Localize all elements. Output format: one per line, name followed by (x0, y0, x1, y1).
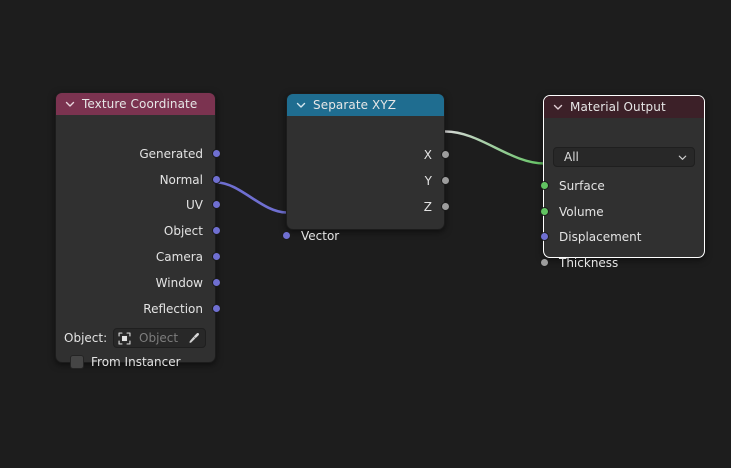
object-id-field[interactable]: Object (113, 328, 206, 348)
chevron-down-icon[interactable] (552, 101, 564, 113)
node-material-output[interactable]: Material Output All Surface Volume Displ… (539, 95, 705, 270)
socket-row-normal: Normal (56, 171, 203, 189)
link-uv-to-vector (215, 181, 288, 214)
object-field-placeholder: Object (139, 331, 179, 345)
node-title-material-output: Material Output (570, 100, 666, 114)
socket-row-reflection: Reflection (56, 300, 203, 318)
socket-label-uv: UV (186, 198, 203, 212)
chevron-down-icon[interactable] (64, 98, 76, 110)
from-instancer-row[interactable]: From Instancer (70, 353, 181, 371)
socket-vector[interactable] (281, 231, 291, 240)
socket-label-generated: Generated (139, 147, 203, 161)
socket-label-thickness: Thickness (559, 256, 619, 270)
object-property-row: Object: Object (64, 328, 206, 348)
node-separate-xyz[interactable]: Separate XYZ X Y Z Vector (281, 93, 450, 243)
chevron-down-icon[interactable] (677, 152, 688, 163)
socket-thickness[interactable] (539, 258, 549, 267)
socket-label-surface: Surface (559, 179, 605, 193)
socket-label-y: Y (424, 174, 432, 188)
socket-label-normal: Normal (159, 173, 203, 187)
socket-row-object-output: Object (56, 222, 203, 240)
socket-label-reflection: Reflection (143, 302, 203, 316)
eyedropper-icon[interactable] (187, 331, 201, 345)
socket-row-volume: Volume (559, 203, 689, 221)
socket-generated[interactable] (211, 149, 221, 158)
socket-surface[interactable] (539, 181, 549, 190)
socket-reflection[interactable] (211, 304, 221, 313)
socket-row-z: Z (287, 198, 432, 216)
node-header-material-output[interactable]: Material Output (544, 96, 704, 118)
socket-row-window: Window (56, 274, 203, 292)
socket-label-camera: Camera (155, 250, 203, 264)
socket-label-x: X (423, 148, 432, 162)
socket-y[interactable] (440, 176, 450, 185)
from-instancer-checkbox[interactable] (70, 355, 84, 369)
socket-row-x: X (287, 146, 432, 164)
socket-row-generated: Generated (56, 145, 203, 163)
output-target-value: All (564, 150, 579, 164)
socket-row-y: Y (287, 172, 432, 190)
socket-window[interactable] (211, 278, 221, 287)
socket-row-uv: UV (56, 196, 203, 214)
socket-label-window: Window (155, 276, 203, 290)
socket-object-output[interactable] (211, 226, 221, 235)
node-texture-coordinate[interactable]: Texture Coordinate Generated Normal UV O… (55, 92, 221, 369)
socket-row-displacement: Displacement (559, 228, 689, 246)
socket-label-volume: Volume (559, 205, 604, 219)
socket-camera[interactable] (211, 252, 221, 261)
chevron-down-icon[interactable] (295, 99, 307, 111)
socket-displacement[interactable] (539, 232, 549, 241)
socket-z[interactable] (440, 202, 450, 211)
socket-volume[interactable] (539, 207, 549, 216)
socket-row-camera: Camera (56, 248, 203, 266)
socket-row-surface: Surface (559, 177, 689, 195)
object-field-label: Object: (64, 331, 108, 345)
output-target-dropdown[interactable]: All (553, 147, 695, 167)
node-header-separate-xyz[interactable]: Separate XYZ (287, 94, 444, 116)
socket-x[interactable] (440, 150, 450, 159)
node-header-texture-coordinate[interactable]: Texture Coordinate (56, 93, 215, 115)
node-title-texture-coordinate: Texture Coordinate (82, 97, 198, 111)
object-data-icon (118, 331, 131, 345)
link-x-to-surface (444, 130, 546, 165)
from-instancer-label: From Instancer (91, 355, 181, 369)
socket-uv[interactable] (211, 200, 221, 209)
socket-row-vector: Vector (301, 227, 421, 245)
socket-label-vector: Vector (301, 229, 340, 243)
node-title-separate-xyz: Separate XYZ (313, 98, 397, 112)
socket-label-object-output: Object (163, 224, 203, 238)
socket-row-thickness: Thickness (559, 254, 689, 272)
socket-label-displacement: Displacement (559, 230, 642, 244)
socket-label-z: Z (423, 200, 432, 214)
socket-normal[interactable] (211, 175, 221, 184)
